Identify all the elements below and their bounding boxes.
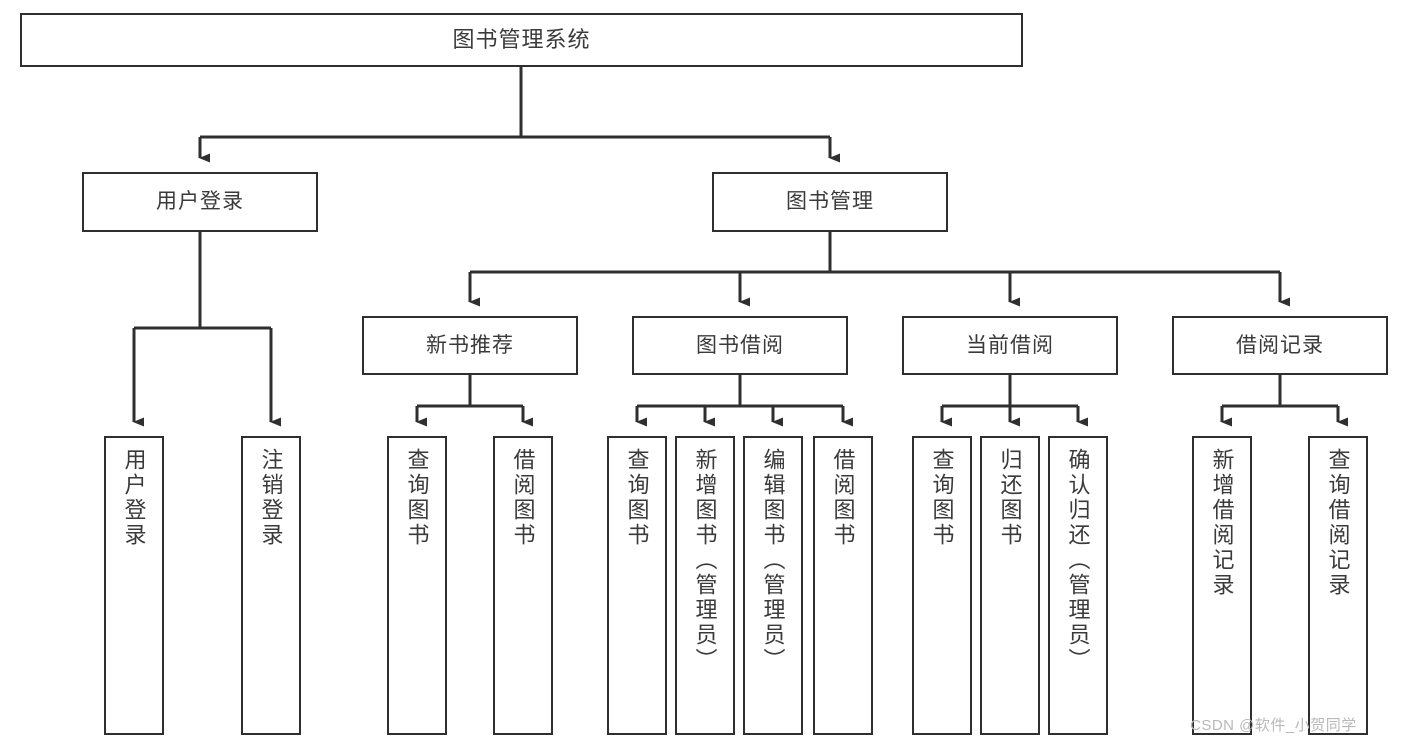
node-label: 查询图书 xyxy=(404,448,430,548)
node-book-management[interactable]: 图书管理 xyxy=(712,172,948,232)
node-new-book-recommend[interactable]: 新书推荐 xyxy=(362,316,578,375)
node-user-login[interactable]: 用户登录 xyxy=(82,172,318,232)
node-label: 归还图书 xyxy=(997,448,1023,548)
leaf-book-borrow-query-book[interactable]: 查询图书 xyxy=(607,436,667,735)
leaf-new-book-borrow-book[interactable]: 借阅图书 xyxy=(493,436,553,735)
node-label: 查询图书 xyxy=(929,448,955,548)
node-label: 图书管理 xyxy=(786,190,874,214)
node-label: 确认归还（管理员） xyxy=(1065,448,1091,673)
node-book-borrow[interactable]: 图书借阅 xyxy=(632,316,848,375)
node-label: 查询借阅记录 xyxy=(1325,448,1351,598)
node-label: 新增借阅记录 xyxy=(1209,448,1235,598)
leaf-book-borrow-edit-book-admin[interactable]: 编辑图书（管理员） xyxy=(743,436,803,735)
leaf-current-borrow-query-book[interactable]: 查询图书 xyxy=(912,436,972,735)
node-borrow-record[interactable]: 借阅记录 xyxy=(1172,316,1388,375)
node-root-system[interactable]: 图书管理系统 xyxy=(20,13,1023,67)
node-current-borrow[interactable]: 当前借阅 xyxy=(902,316,1118,375)
node-label: 用户登录 xyxy=(121,448,147,548)
node-label: 注销登录 xyxy=(258,448,284,548)
node-label: 新书推荐 xyxy=(426,333,514,357)
node-label: 用户登录 xyxy=(156,190,244,214)
node-label: 借阅图书 xyxy=(830,448,856,548)
node-label: 当前借阅 xyxy=(966,333,1054,357)
node-label: 借阅记录 xyxy=(1236,333,1324,357)
node-label: 图书管理系统 xyxy=(452,26,591,52)
leaf-borrow-record-add-record[interactable]: 新增借阅记录 xyxy=(1192,436,1252,735)
node-label: 借阅图书 xyxy=(510,448,536,548)
leaf-book-borrow-add-book-admin[interactable]: 新增图书（管理员） xyxy=(675,436,735,735)
leaf-book-borrow-borrow-book[interactable]: 借阅图书 xyxy=(813,436,873,735)
leaf-current-borrow-return-book[interactable]: 归还图书 xyxy=(980,436,1040,735)
csdn-watermark: CSDN @软件_小贺同学 xyxy=(1190,717,1357,734)
node-label: 编辑图书（管理员） xyxy=(760,448,786,673)
leaf-current-borrow-confirm-return-admin[interactable]: 确认归还（管理员） xyxy=(1048,436,1108,735)
node-label: 查询图书 xyxy=(624,448,650,548)
node-label: 新增图书（管理员） xyxy=(692,448,718,673)
leaf-user-login-login[interactable]: 用户登录 xyxy=(104,436,164,735)
leaf-user-login-logout[interactable]: 注销登录 xyxy=(241,436,301,735)
leaf-borrow-record-query-record[interactable]: 查询借阅记录 xyxy=(1308,436,1368,735)
leaf-new-book-query-book[interactable]: 查询图书 xyxy=(387,436,447,735)
node-label: 图书借阅 xyxy=(696,333,784,357)
